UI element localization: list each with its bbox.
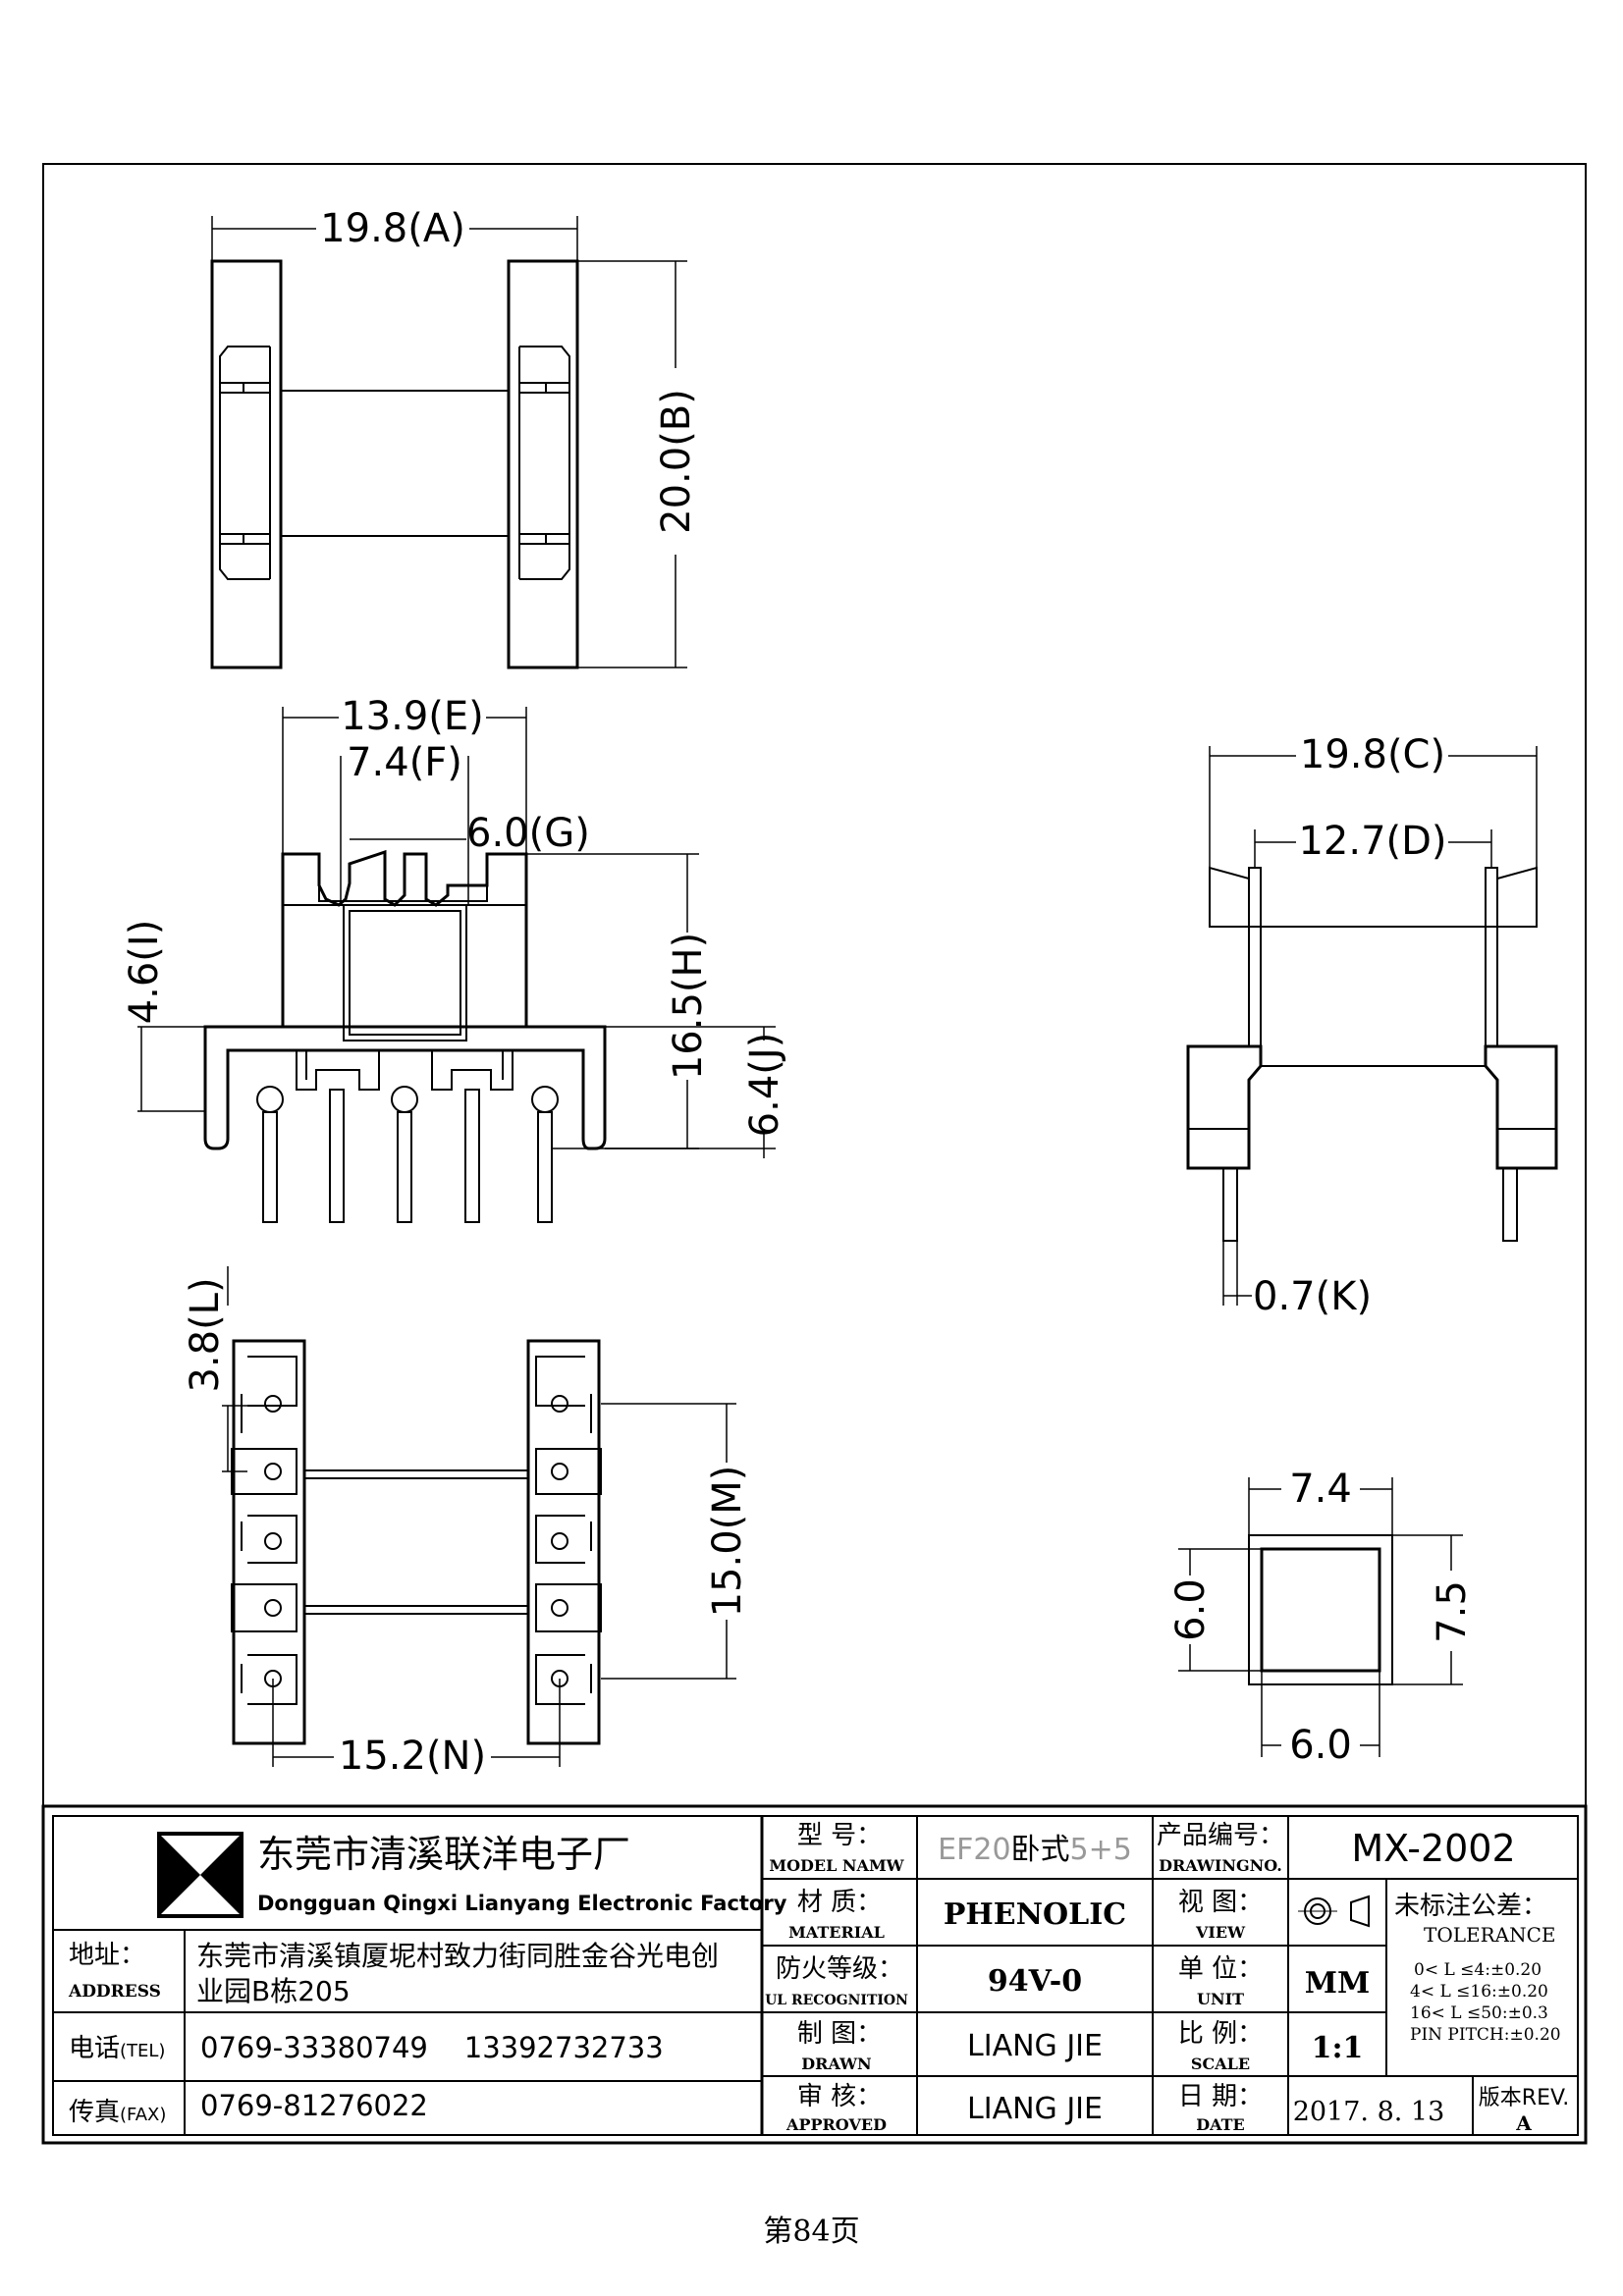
drawn-label-en: DRAWN xyxy=(801,2055,871,2073)
date-label: 日 期： xyxy=(1178,2082,1263,2111)
rev-label: 版本REV. xyxy=(1479,2086,1569,2110)
dim-i-label: 4.6(I) xyxy=(122,920,167,1025)
dim-l-label: 3.8(L) xyxy=(183,1277,228,1392)
side-view xyxy=(1186,746,1558,1306)
date-label-en: DATE xyxy=(1196,2115,1245,2134)
address-label: 地址： xyxy=(69,1941,145,1970)
scale-value: 1:1 xyxy=(1312,2031,1364,2065)
dim-f-label: 7.4(F) xyxy=(347,740,462,785)
material-value: PHENOLIC xyxy=(944,1897,1126,1932)
approved-label: 审 核： xyxy=(797,2082,882,2111)
top-view xyxy=(210,216,687,669)
unit-label: 单 位： xyxy=(1178,1954,1263,1984)
drawn-value: LIANG JIE xyxy=(967,2029,1103,2063)
fax-value: 0769-81276022 xyxy=(200,2089,428,2122)
tolerance-title: 未标注公差： xyxy=(1394,1892,1547,1921)
dim-d-label: 12.7(D) xyxy=(1298,819,1446,864)
drawingno-value: MX-2002 xyxy=(1351,1827,1515,1870)
approved-label-en: APPROVED xyxy=(785,2115,887,2134)
dim-a-label: 19.8(A) xyxy=(320,206,465,251)
tolerance-line-1: 0< L ≤4:±0.20 xyxy=(1414,1960,1542,1980)
rev-value: A xyxy=(1515,2111,1532,2135)
dim-j-label: 6.4(J) xyxy=(742,1033,787,1138)
dim-m-label: 15.0(M) xyxy=(705,1466,750,1618)
front-view xyxy=(137,707,776,1223)
company-name-cn: 东莞市清溪联洋电子厂 xyxy=(257,1833,630,1876)
page-number: 第84页 xyxy=(763,2215,860,2249)
title-block: 东莞市清溪联洋电子厂 Dongguan Qingxi Lianyang Elec… xyxy=(41,1804,1588,2145)
address-line-1: 东莞市清溪镇厦坭村致力街同胜金谷光电创 xyxy=(196,1940,719,1972)
ul-label: 防火等级： xyxy=(776,1954,903,1984)
date-value: 2017. 8. 13 xyxy=(1293,2097,1445,2127)
ul-value: 94V-0 xyxy=(988,1964,1082,1999)
dim-b-label: 20.0(B) xyxy=(654,389,699,534)
approved-value: LIANG JIE xyxy=(967,2092,1103,2126)
dim-n-label: 15.2(N) xyxy=(339,1734,486,1779)
drawingno-label: 产品编号： xyxy=(1157,1821,1284,1850)
material-label-en: MATERIAL xyxy=(788,1923,885,1942)
material-label: 材 质： xyxy=(797,1888,882,1917)
address-label-en: ADDRESS xyxy=(68,1982,161,2002)
drawingno-label-en: DRAWINGNO. xyxy=(1159,1856,1282,1875)
window-section-view xyxy=(1178,1477,1463,1757)
fax-label: 传真(FAX) xyxy=(69,2098,166,2127)
dim-window-top-label: 7.4 xyxy=(1289,1467,1352,1512)
model-label: 型 号： xyxy=(797,1821,882,1850)
third-angle-projection-icon xyxy=(1298,1895,1370,1928)
tolerance-line-4: PIN PITCH:±0.20 xyxy=(1410,2025,1561,2045)
view-label-en: VIEW xyxy=(1195,1923,1246,1942)
dim-k-label: 0.7(K) xyxy=(1253,1274,1372,1319)
dim-g-label: 6.0(G) xyxy=(466,811,590,856)
ul-label-en: UL RECOGNITION xyxy=(765,1993,908,2008)
model-value: EF20卧式5+5 xyxy=(938,1833,1132,1867)
unit-label-en: UNIT xyxy=(1197,1990,1244,2008)
scale-label: 比 例： xyxy=(1178,2019,1263,2049)
model-label-en: MODEL NAMW xyxy=(769,1856,904,1875)
tolerance-title-en: TOLERANCE xyxy=(1424,1923,1556,1947)
company-logo-icon xyxy=(157,1832,243,1918)
tolerance-line-3: 16< L ≤50:±0.3 xyxy=(1410,2003,1548,2023)
dim-window-left-label: 6.0 xyxy=(1168,1578,1214,1641)
unit-value: MM xyxy=(1305,1966,1370,2001)
dimension-labels: 19.8(A) 20.0(B) 13.9(E) 7.4(F) 6.0(G) 16… xyxy=(122,206,1475,1779)
dim-window-right-label: 7.5 xyxy=(1430,1580,1475,1643)
dim-window-bottom-label: 6.0 xyxy=(1289,1723,1352,1768)
tel-value: 0769-33380749 13392732733 xyxy=(200,2031,664,2064)
dim-h-label: 16.5(H) xyxy=(666,933,711,1080)
company-name-en: Dongguan Qingxi Lianyang Electronic Fact… xyxy=(257,1892,787,1915)
scale-label-en: SCALE xyxy=(1191,2055,1250,2073)
view-label: 视 图： xyxy=(1178,1888,1263,1917)
dim-c-label: 19.8(C) xyxy=(1300,732,1445,777)
drawn-label: 制 图： xyxy=(797,2019,882,2049)
tel-label: 电话(TEL) xyxy=(69,2034,165,2063)
dim-e-label: 13.9(E) xyxy=(341,694,484,739)
tolerance-line-2: 4< L ≤16:±0.20 xyxy=(1410,1982,1548,2002)
bottom-view xyxy=(222,1266,736,1767)
address-line-2: 业园B栋205 xyxy=(196,1975,351,2007)
